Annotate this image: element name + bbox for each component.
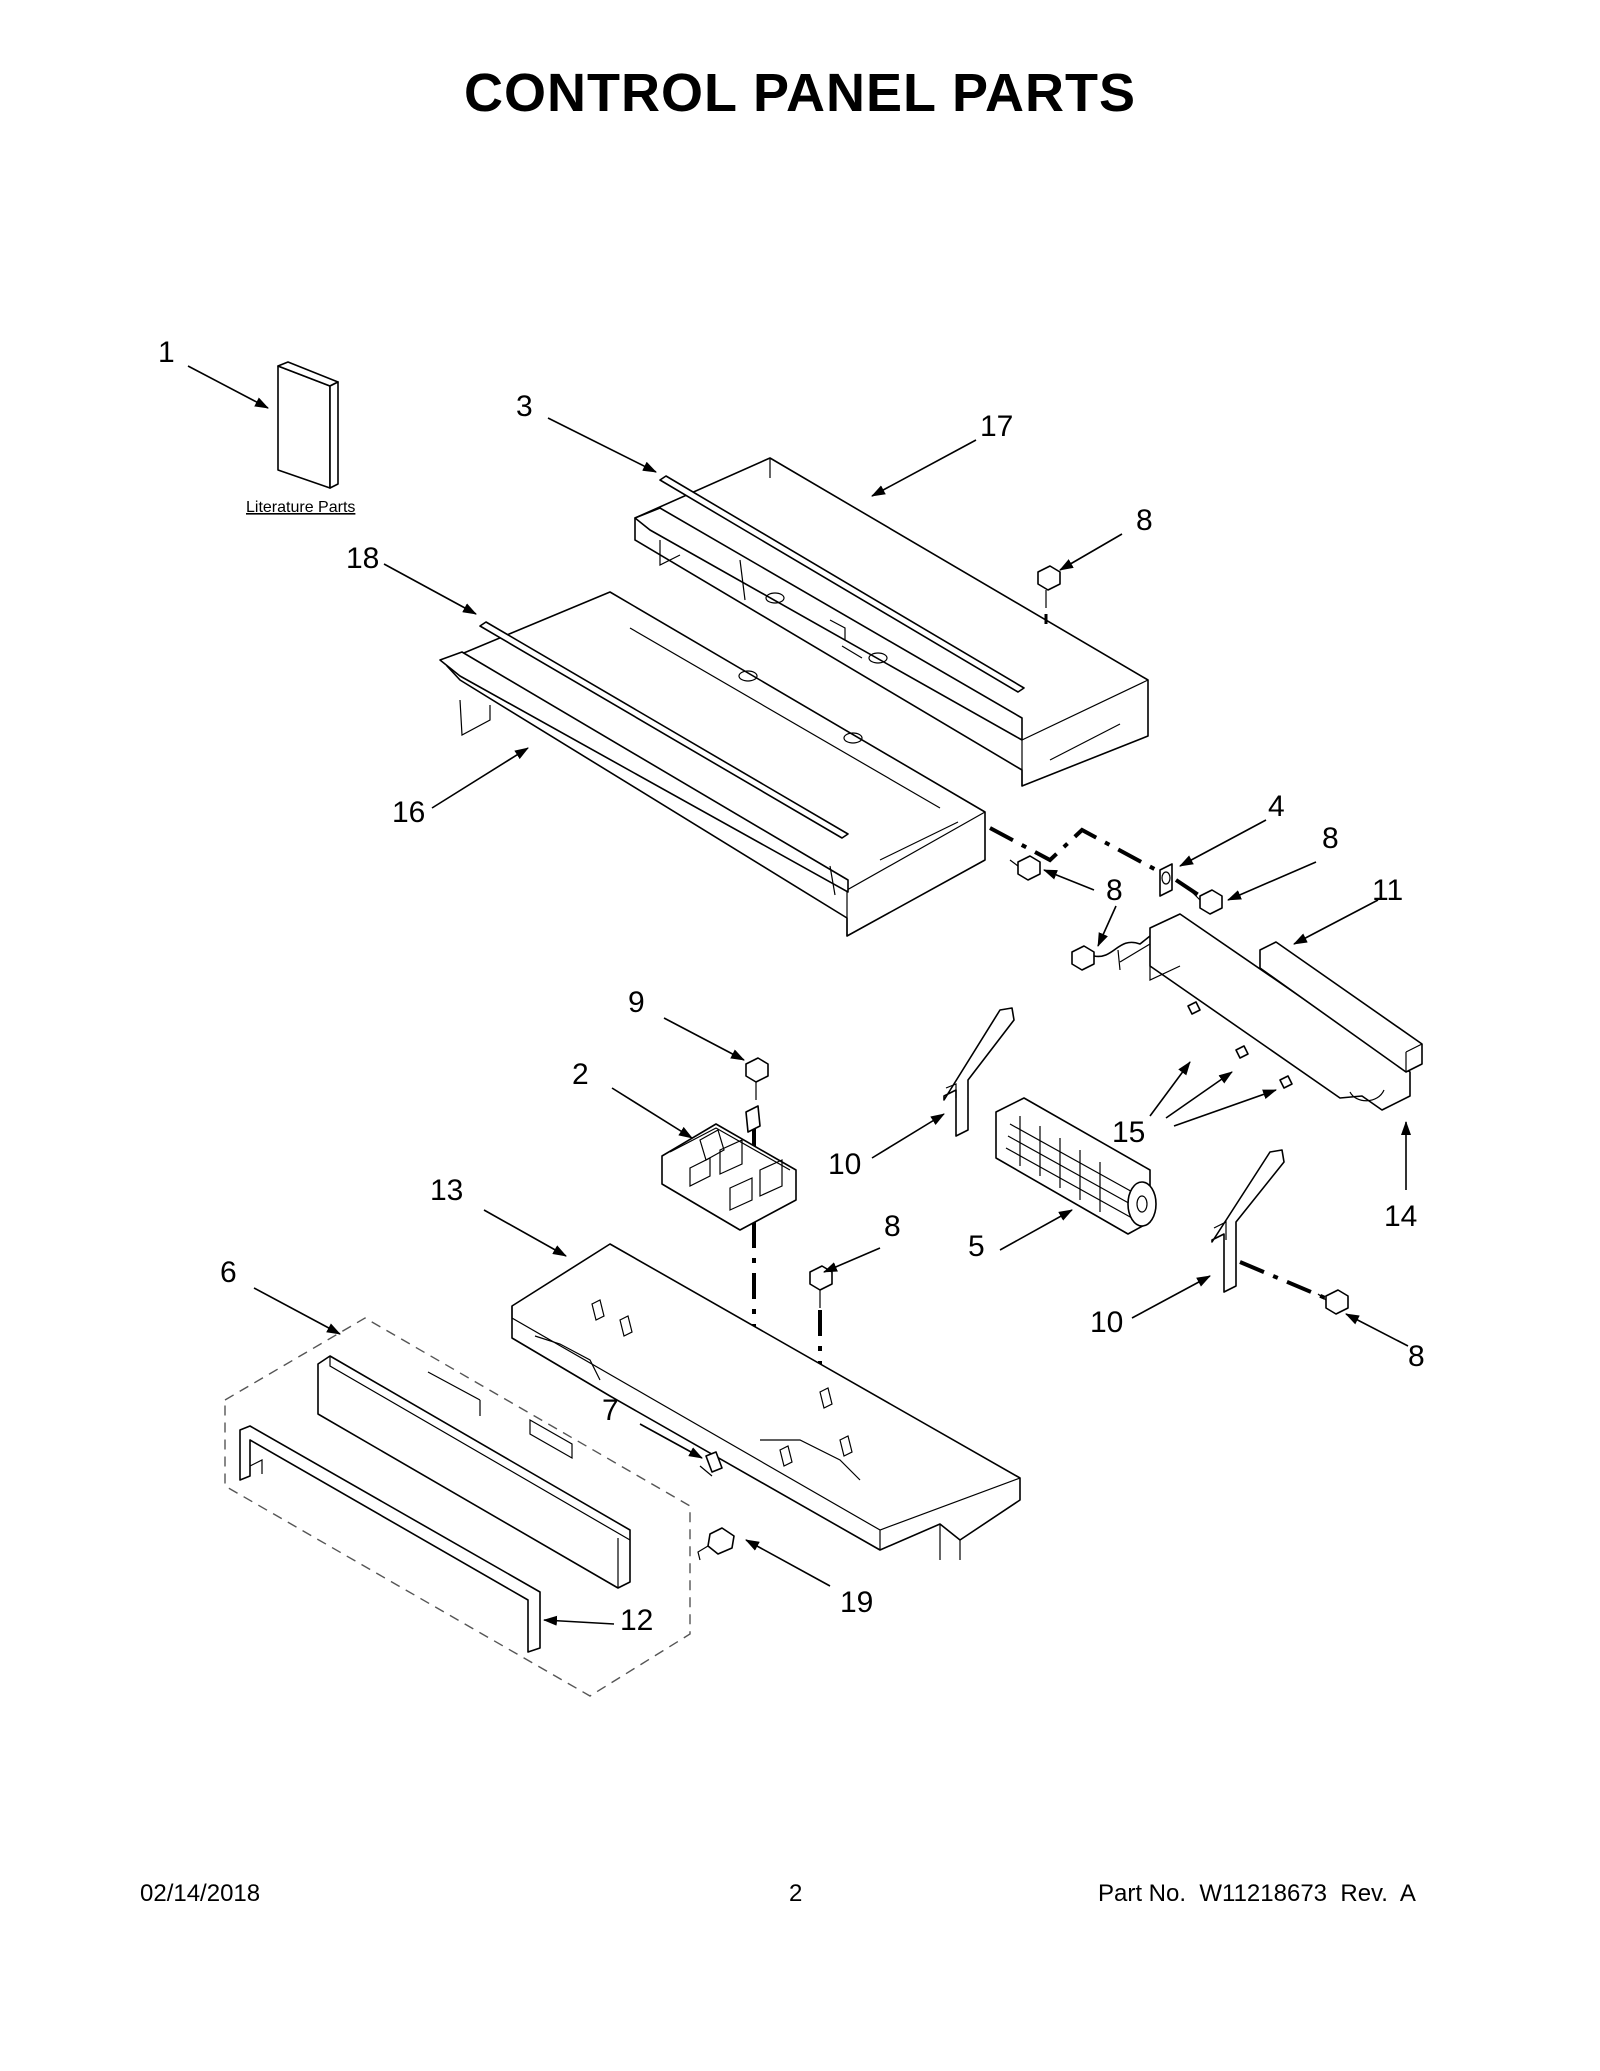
callout-9: 9 (628, 986, 645, 1019)
gasket-strip-upper (659, 475, 1025, 693)
callout-8a: 8 (1136, 504, 1153, 537)
screw-8-control-board (809, 1265, 833, 1308)
callout-4: 4 (1268, 790, 1285, 823)
footer-part-number: Part No. W11218673 Rev. A (1098, 1880, 1416, 1907)
small-screws (1187, 1001, 1293, 1089)
gasket-strip-lower (479, 621, 849, 839)
callout-13: 13 (430, 1174, 463, 1207)
trim-bracket (239, 1425, 541, 1653)
callout-3: 3 (516, 390, 533, 423)
literature-parts-label: Literature Parts (246, 499, 355, 516)
callout-19: 19 (840, 1586, 873, 1619)
callout-8d: 8 (884, 1210, 901, 1243)
callout-16: 16 (392, 796, 425, 829)
callout-6: 6 (220, 1256, 237, 1289)
small-clip (699, 1451, 723, 1477)
callout-5: 5 (968, 1230, 985, 1263)
callout-8e: 8 (1408, 1340, 1425, 1373)
fan-bracket-right (1211, 1149, 1285, 1293)
callout-1: 1 (158, 336, 175, 369)
callout-7: 7 (602, 1394, 619, 1427)
screw-9 (745, 1057, 769, 1100)
callout-numbers: 1 3 17 8 18 16 4 8 8 11 9 2 10 15 14 5 8… (158, 336, 1425, 1637)
foam-strip (1259, 941, 1423, 1073)
fan-mounting-bracket (1117, 913, 1411, 1111)
screw-8-top (1037, 565, 1061, 624)
control-panel-front (317, 1355, 631, 1589)
callout-17: 17 (980, 410, 1013, 443)
footer-date: 02/14/2018 (140, 1880, 261, 1907)
footer-page-number: 2 (789, 1880, 803, 1907)
screw-8-tray-right (1009, 855, 1041, 881)
callout-8b: 8 (1322, 822, 1339, 855)
callout-11: 11 (1372, 874, 1403, 907)
page-title: CONTROL PANEL PARTS (463, 63, 1137, 123)
fan-bracket-left (943, 1007, 1015, 1137)
screw-8-bracket-10 (1317, 1289, 1349, 1315)
callout-2: 2 (572, 1058, 589, 1091)
callout-14: 14 (1384, 1200, 1417, 1233)
callout-8c: 8 (1106, 874, 1123, 907)
callout-10a: 10 (828, 1148, 861, 1181)
standoff (697, 1527, 735, 1561)
base-plate (511, 1243, 1021, 1560)
cooling-fan (995, 1097, 1157, 1235)
callout-10b: 10 (1090, 1306, 1123, 1339)
leader-lines (187, 365, 1411, 1626)
screw-8-bracket-11 (1071, 945, 1095, 971)
control-board (661, 1105, 797, 1231)
literature-booklet (277, 361, 339, 489)
callout-12: 12 (620, 1604, 653, 1637)
callout-15: 15 (1112, 1116, 1145, 1149)
mounting-clip (1159, 863, 1173, 897)
control-panel-assembly-outline (224, 1317, 691, 1697)
callout-18: 18 (346, 542, 379, 575)
